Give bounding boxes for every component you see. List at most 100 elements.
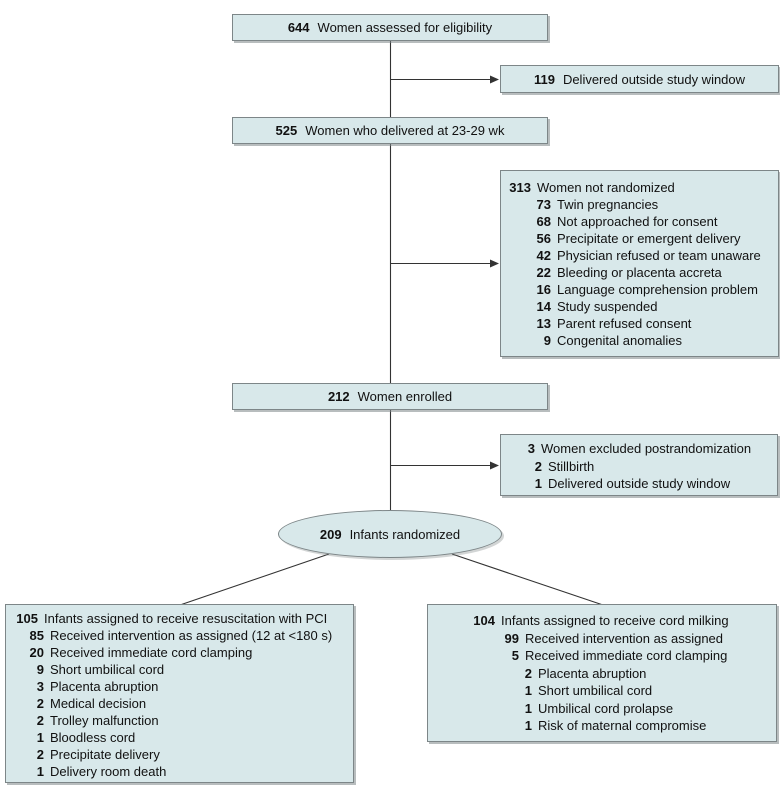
line-label: Received intervention as assigned xyxy=(525,630,724,646)
count-value: 42 xyxy=(536,248,551,263)
flow-line-item: 14 Study suspended xyxy=(509,298,770,315)
count-value: 13 xyxy=(536,316,551,331)
line-label: Trolley malfunction xyxy=(50,713,159,728)
count-value: 3 xyxy=(36,679,44,694)
count-value: 2 xyxy=(524,665,532,681)
line-label: Infants assigned to receive resuscitatio… xyxy=(44,611,328,626)
count-value: 119 xyxy=(533,71,555,87)
flow-line-item: 20 Received immediate cord clamping xyxy=(14,644,345,661)
flow-line-item: 16 Language comprehension problem xyxy=(509,281,770,298)
line-label: Precipitate delivery xyxy=(50,747,160,762)
box-delivered-outside-window: 119 Delivered outside study window xyxy=(500,65,779,93)
line-label: Parent refused consent xyxy=(557,316,692,331)
flow-line-item: 22 Bleeding or placenta accreta xyxy=(509,264,770,281)
count-value: 85 xyxy=(29,628,44,643)
count-value: 1 xyxy=(36,730,44,745)
flow-line-item: 3 Women excluded postrandomization xyxy=(509,440,769,458)
count-value: 2 xyxy=(36,696,44,711)
box-women-excluded-postrandomization: 3 Women excluded postrandomization 2 Stillb… xyxy=(500,434,778,496)
line-label: Delivery room death xyxy=(50,764,167,779)
flow-line-item: 1 Delivered outside study window xyxy=(509,475,769,493)
count-value: 209 xyxy=(319,526,342,542)
flow-line-item: 313 Women not randomized xyxy=(509,179,770,196)
count-value: 1 xyxy=(524,683,532,698)
count-value: 3 xyxy=(527,441,535,456)
count-value: 20 xyxy=(29,645,44,660)
count-value: 212 xyxy=(327,389,350,404)
flow-line-item: 2 Medical decision xyxy=(14,695,345,712)
count-value: 14 xyxy=(536,299,551,314)
line-label: Physician refused or team unaware xyxy=(557,248,761,263)
box-women-delivered: 525 Women who delivered at 23-29 wk xyxy=(232,117,548,144)
count-value: 1 xyxy=(524,718,532,733)
count-value: 9 xyxy=(36,662,44,677)
line-label: Short umbilical cord xyxy=(538,683,653,698)
line-label: Medical decision xyxy=(50,696,147,711)
count-value: 5 xyxy=(511,648,519,663)
flow-line-item: 3 Placenta abruption xyxy=(14,678,345,695)
flow-line-item: 42 Physician refused or team unaware xyxy=(509,247,770,264)
flow-line-item: 56 Precipitate or emergent delivery xyxy=(509,230,770,247)
count-value: 99 xyxy=(504,630,519,646)
flow-line-item: 2 Placenta abruption xyxy=(436,665,768,683)
count-value: 68 xyxy=(536,214,551,229)
line-label: Received immediate cord clamping xyxy=(50,645,253,660)
count-value: 56 xyxy=(536,231,551,246)
flow-line-item: 1 Short umbilical cord xyxy=(436,682,768,700)
line-label: Language comprehension problem xyxy=(557,282,758,297)
line-label: Placenta abruption xyxy=(538,665,647,681)
arrowhead-excluded xyxy=(490,461,499,470)
flow-line-item: 2 Precipitate delivery xyxy=(14,746,345,763)
count-value: 313 xyxy=(509,180,531,195)
line-label: Women not randomized xyxy=(537,180,675,195)
box-women-assessed: 644 Women assessed for eligibility xyxy=(232,14,548,41)
line-label: Risk of maternal compromise xyxy=(538,718,707,733)
line-label: Infants assigned to receive cord milking xyxy=(501,613,729,628)
line-label: Congenital anomalies xyxy=(557,333,683,348)
line-label: Delivered outside study window xyxy=(548,476,731,491)
box-label: Infants randomized xyxy=(349,526,461,542)
flow-line-item: 1 Risk of maternal compromise xyxy=(436,717,768,735)
count-value: 2 xyxy=(36,747,44,762)
line-label: Not approached for consent xyxy=(557,214,718,229)
count-value: 22 xyxy=(536,265,551,280)
count-value: 1 xyxy=(534,476,542,491)
connector-randomized-to-pci xyxy=(179,553,330,606)
line-label: Women excluded postrandomization xyxy=(541,441,752,456)
line-label: Study suspended xyxy=(557,299,658,314)
count-value: 525 xyxy=(275,123,298,138)
count-value: 1 xyxy=(524,700,532,716)
ellipse-infants-randomized: 209 Infants randomized xyxy=(278,510,502,558)
count-value: 644 xyxy=(287,20,310,35)
arrowhead-outside-window xyxy=(490,75,499,84)
box-label: Delivered outside study window xyxy=(562,71,746,87)
count-value: 2 xyxy=(534,458,542,474)
box-label: Women who delivered at 23-29 wk xyxy=(305,123,505,138)
connector-randomized-to-milking xyxy=(451,553,604,606)
flow-line-item: 5 Received immediate cord clamping xyxy=(436,647,768,665)
line-label: Placenta abruption xyxy=(50,679,159,694)
count-value: 16 xyxy=(536,282,551,297)
flow-line-item: 2 Stillbirth xyxy=(509,458,769,476)
box-label: Women enrolled xyxy=(357,389,453,404)
line-label: Precipitate or emergent delivery xyxy=(557,231,741,246)
flow-line-item: 1 Bloodless cord xyxy=(14,729,345,746)
count-value: 73 xyxy=(536,197,551,212)
line-label: Stillbirth xyxy=(548,458,595,474)
count-value: 9 xyxy=(543,333,551,348)
line-label: Bloodless cord xyxy=(50,730,136,745)
flow-line-item: 68 Not approached for consent xyxy=(509,213,770,230)
line-label: Bleeding or placenta accreta xyxy=(557,265,722,280)
line-label: Received immediate cord clamping xyxy=(525,648,728,663)
box-women-enrolled: 212 Women enrolled xyxy=(232,383,548,410)
